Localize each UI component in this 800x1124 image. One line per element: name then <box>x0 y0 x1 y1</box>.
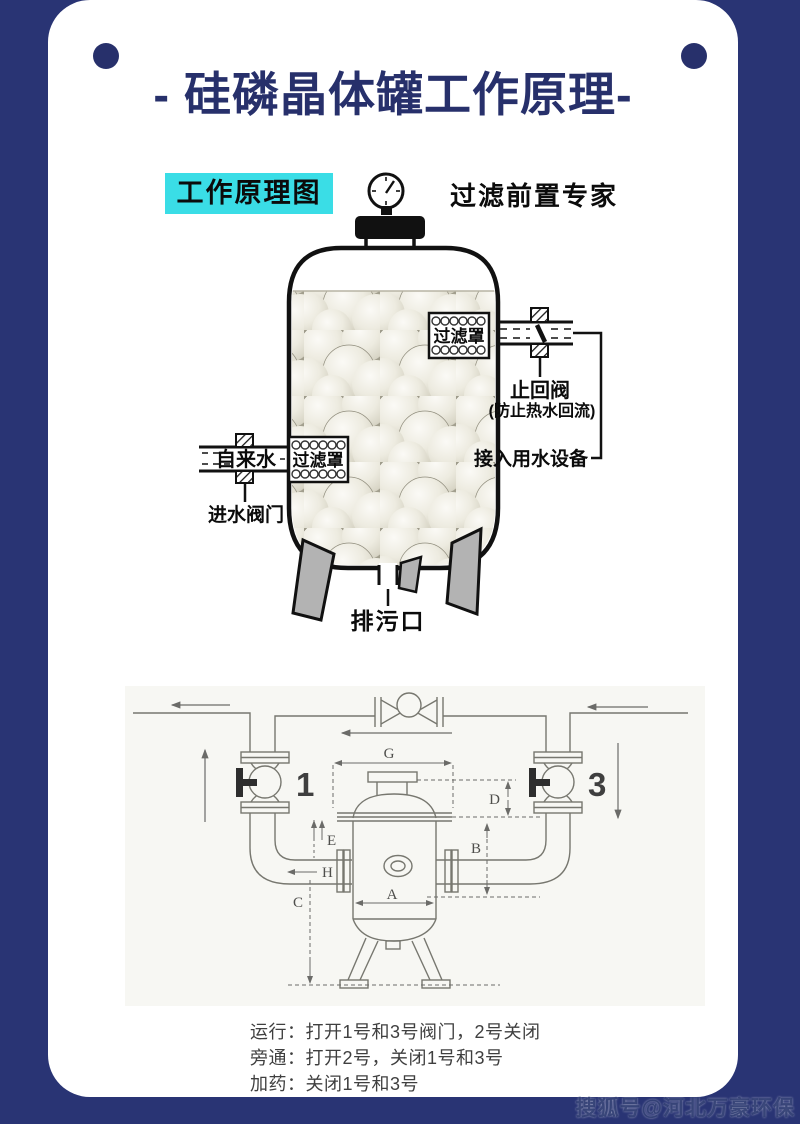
valve-3-label: 3 <box>588 766 606 803</box>
water-equipment-label: 接入用水设备 <box>474 447 589 470</box>
dim-e: E <box>327 833 336 849</box>
valve-1-label: 1 <box>296 766 314 803</box>
dim-h: H <box>322 865 333 881</box>
instruction-dose: 加药：关闭1号和3号 <box>250 1074 420 1094</box>
instruction-run: 运行：打开1号和3号阀门，2号关闭 <box>250 1022 541 1042</box>
check-valve-note: (防止热水回流) <box>489 401 596 420</box>
watermark: 搜狐号@河北万豪环保 <box>575 1097 795 1120</box>
dim-a: A <box>387 887 398 903</box>
valve-3-icon <box>529 751 583 814</box>
bypass-valve-icon <box>374 692 444 727</box>
piping-schematic-diagram: 1 3 G D B E H C A <box>133 692 688 989</box>
schematic-background <box>125 686 705 1006</box>
dim-c: C <box>293 895 303 911</box>
page-title: - 硅磷晶体罐工作原理- <box>153 68 633 121</box>
operation-instructions: 运行：打开1号和3号阀门，2号关闭 旁通：打开2号，关闭1号和3号 加药：关闭1… <box>250 1019 541 1097</box>
filter-cover-left-label: 过滤罩 <box>293 450 344 470</box>
filter-cover-right: 过滤罩 <box>427 311 491 360</box>
schematic-tank <box>337 771 452 989</box>
principle-diagram-badge: 工作原理图 <box>165 173 333 214</box>
equipment-bracket <box>573 331 603 460</box>
filter-cover-right-label: 过滤罩 <box>434 326 485 346</box>
pressure-gauge-icon <box>367 172 405 215</box>
dimension-lines <box>287 760 540 986</box>
tagline-text: 过滤前置专家 <box>450 181 619 211</box>
tank-working-principle-diagram: 排污口 止回阀 (防止热水回流) 接入用水设备 <box>199 172 603 634</box>
flow-arrows <box>170 701 648 822</box>
drain-outlet <box>377 563 399 606</box>
dim-b: B <box>471 841 481 857</box>
tank-cap <box>355 216 425 239</box>
decor-dot-left <box>93 43 119 69</box>
drain-label: 排污口 <box>351 608 426 634</box>
dim-g: G <box>384 746 395 762</box>
valve-1-icon <box>236 751 290 814</box>
check-valve-label: 止回阀 <box>510 379 570 402</box>
dimension-labels: G D B E H C A <box>293 746 500 911</box>
check-valve-icon <box>530 307 549 377</box>
instruction-bypass: 旁通：打开2号，关闭1号和3号 <box>250 1048 504 1068</box>
dim-d: D <box>489 792 500 808</box>
filter-cover-left: 过滤罩 <box>287 435 350 484</box>
tank-legs <box>291 526 483 622</box>
inlet-valve-icon <box>235 433 254 502</box>
tap-water-label: 自来水 <box>216 447 277 471</box>
inlet-valve-label: 进水阀门 <box>208 503 284 526</box>
decor-dot-right <box>681 43 707 69</box>
outlet-pipe <box>496 320 573 346</box>
